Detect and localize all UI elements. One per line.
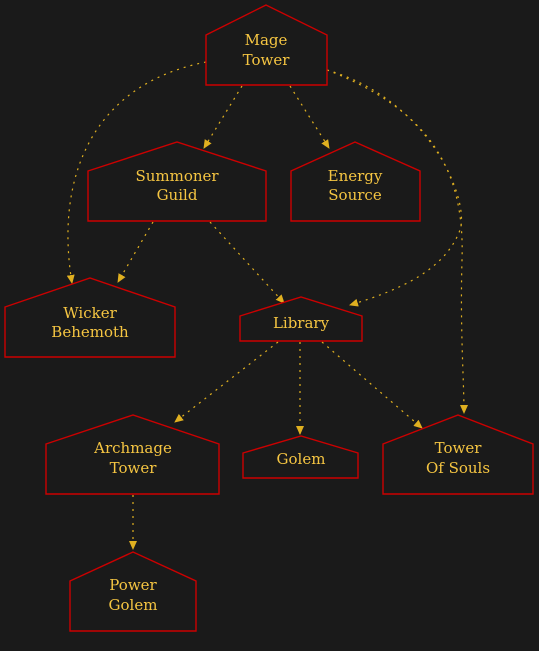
house-shape — [4, 277, 176, 358]
edge-mage-tower-to-library — [326, 69, 462, 307]
node-label: Guild — [157, 186, 198, 204]
house-shape — [69, 551, 197, 632]
node-archmage-tower[interactable]: Archmage Tower — [45, 414, 220, 495]
edge-summoner-guild-to-library — [209, 221, 285, 304]
node-mage-tower[interactable]: Mage Tower — [205, 4, 328, 86]
edge-library-to-archmage-tower — [174, 341, 279, 423]
house-shape — [290, 141, 421, 222]
node-label: Mage — [245, 31, 288, 49]
node-label: Tower — [243, 51, 291, 69]
node-label: Tower — [435, 439, 483, 457]
house-shape — [239, 296, 363, 342]
node-label: Library — [273, 314, 330, 332]
edge-mage-tower-to-summoner-guild — [203, 85, 243, 149]
node-label: Source — [328, 186, 382, 204]
house-shape — [382, 414, 534, 495]
node-label: Golem — [109, 596, 158, 614]
node-summoner-guild[interactable]: Summoner Guild — [87, 141, 267, 222]
node-label: Behemoth — [51, 323, 129, 341]
house-shape — [205, 4, 328, 86]
node-label: Of Souls — [426, 459, 490, 477]
node-power-golem[interactable]: Power Golem — [69, 551, 197, 632]
edge-library-to-tower-of-souls — [321, 341, 423, 429]
node-label: Power — [109, 576, 157, 594]
edges — [66, 61, 468, 550]
house-shape — [242, 435, 359, 479]
node-library[interactable]: Library — [239, 296, 363, 342]
edge-mage-tower-to-wicker-behemoth — [66, 61, 207, 284]
node-label: Golem — [277, 450, 326, 468]
edge-mage-tower-to-energy-source — [289, 85, 330, 149]
edge-summoner-guild-to-wicker-behemoth — [117, 221, 154, 283]
edge-mage-tower-to-tower-of-souls — [326, 69, 468, 414]
house-shape — [45, 414, 220, 495]
node-wicker-behemoth[interactable]: Wicker Behemoth — [4, 277, 176, 358]
node-label: Tower — [110, 459, 158, 477]
node-label: Archmage — [93, 439, 172, 457]
node-tower-of-souls[interactable]: Tower Of Souls — [382, 414, 534, 495]
house-shape — [87, 141, 267, 222]
node-label: Wicker — [63, 304, 117, 322]
node-label: Energy — [328, 167, 383, 185]
node-golem[interactable]: Golem — [242, 435, 359, 479]
nodes: Mage Tower Summoner Guild Energy Source … — [4, 4, 534, 632]
node-label: Summoner — [135, 167, 219, 185]
node-energy-source[interactable]: Energy Source — [290, 141, 421, 222]
